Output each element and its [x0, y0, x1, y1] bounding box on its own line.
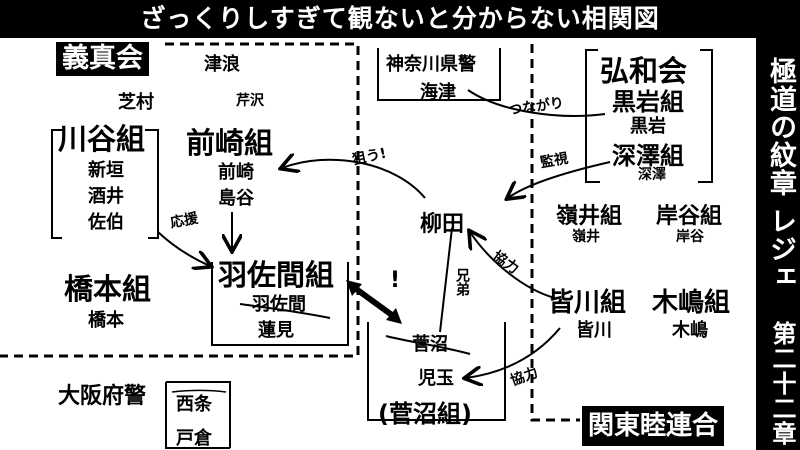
kanto-label: 関東睦連合 — [582, 406, 725, 446]
page-title: ざっくりしすぎて観ないと分からない相関図 — [0, 0, 800, 38]
kanto-group-name: 皆川組 — [548, 288, 627, 318]
clash-arrow — [350, 283, 398, 321]
label-brother: 兄弟 — [454, 268, 470, 296]
kawatani-bracket — [51, 129, 65, 239]
kanto-group-name: 嶺井組 — [556, 204, 623, 229]
osaka-police-name: 大阪府警 — [58, 384, 147, 409]
kouwakai-subgroup-name: 黒岩組 — [612, 88, 684, 116]
kouwakai-subgroup-member: 黒岩 — [630, 116, 666, 137]
kouwakai-name: 弘和会 — [600, 54, 688, 88]
kanto-group-member: 皆川 — [576, 320, 612, 341]
kanto-border — [530, 44, 580, 422]
line-brother — [439, 227, 453, 333]
side-bar — [756, 38, 800, 450]
arrow-support — [157, 231, 210, 266]
gishinkai-label: 義真会 — [56, 42, 149, 76]
gishinkai-member: 芝村 — [118, 92, 154, 113]
kawatani-name: 川谷組 — [58, 122, 146, 156]
series-title: 極道の紋章 レジェンド — [726, 56, 796, 292]
arrow-coop2 — [466, 327, 561, 378]
arrow-watch — [508, 161, 611, 198]
arrow-coop1 — [470, 232, 556, 299]
kouwakai-subgroup-name: 深澤組 — [612, 142, 684, 170]
suganuma-box — [367, 322, 506, 421]
hazama-name: 羽佐間組 — [218, 258, 335, 292]
maezaki-member: 前崎 — [218, 162, 254, 183]
kanto-group-member: 木嶋 — [672, 320, 708, 341]
osaka-member: 戸倉 — [176, 428, 212, 449]
suganuma-member: 児玉 — [418, 368, 454, 389]
hashimoto-member: 橋本 — [88, 310, 124, 331]
chapter-label: 第二十二章 — [768, 320, 796, 446]
kanto-group-member: 岸谷 — [676, 229, 704, 245]
maezaki-name: 前崎組 — [186, 126, 274, 160]
kanagawa-police-name: 神奈川県警 — [386, 54, 476, 75]
kanagawa-member: 海津 — [420, 82, 456, 103]
gishinkai-border — [0, 42, 360, 358]
hashimoto-name: 橋本組 — [64, 272, 152, 306]
yanagida: 柳田 — [420, 212, 465, 237]
kanto-group-member: 嶺井 — [572, 229, 600, 245]
hazama-member: 羽佐間 — [252, 294, 306, 315]
osaka-member: 西条 — [176, 394, 212, 415]
kanagawa-box — [377, 48, 501, 101]
hazama-box — [211, 262, 349, 346]
kawatani-member: 酒井 — [88, 186, 124, 207]
clash-mark: ! — [390, 268, 401, 293]
kawatani-member: 新垣 — [88, 160, 124, 181]
osaka-box — [165, 381, 231, 449]
kouwakai-subgroup-member: 深澤 — [638, 167, 666, 183]
gishinkai-member: 芹沢 — [236, 93, 264, 109]
maezaki-member: 島谷 — [218, 188, 254, 209]
suganuma-member: 菅沼 — [412, 334, 448, 355]
line-link — [467, 89, 606, 117]
kanto-group-name: 木嶋組 — [652, 288, 731, 318]
suganuma-name: (菅沼組) — [378, 400, 472, 428]
hazama-member: 蓮見 — [258, 320, 294, 341]
arrow-target — [282, 160, 426, 199]
kawatani-member: 佐伯 — [88, 212, 124, 233]
gishinkai-member: 津浪 — [204, 54, 240, 75]
kanto-group-name: 岸谷組 — [656, 204, 723, 229]
